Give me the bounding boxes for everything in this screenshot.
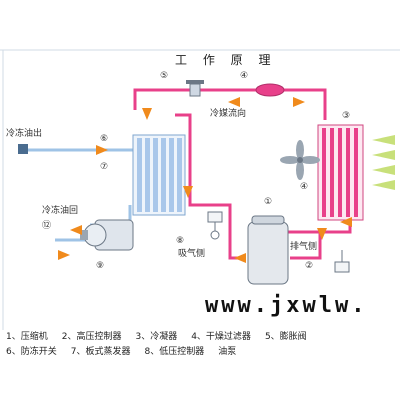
- pipe-discharge: [290, 232, 322, 260]
- warm-air-arrows: [372, 135, 395, 190]
- high-pressure-controller: [334, 250, 350, 273]
- number-4: ④: [240, 71, 249, 81]
- oil-pump: [80, 219, 134, 251]
- legend-row-2: 6、防冻开关 7、板式蒸发器 8、低压控制器 油泵: [6, 344, 250, 357]
- arrow-pump: [58, 250, 70, 260]
- number-5: ⑤: [160, 71, 169, 81]
- legend-item: 8、低压控制器: [144, 347, 205, 357]
- pipe-suction: [175, 113, 245, 260]
- number-2: ②: [305, 261, 314, 271]
- suction-side-label: 吸气侧: [178, 249, 206, 259]
- legend-item: 1、压缩机: [6, 332, 48, 342]
- evaporator: [132, 134, 186, 216]
- refrigerant-flow-label: 冷媒流向: [210, 109, 247, 119]
- number-4b: ④: [300, 182, 309, 192]
- coolant-out-label: 冷冻油出: [6, 129, 43, 139]
- drier-filter: [255, 83, 285, 97]
- watermark-text: www.jxwlw.: [205, 293, 368, 318]
- compressor: [247, 215, 289, 285]
- arrow-down-left: [142, 108, 152, 120]
- discharge-side-label: 排气侧: [290, 242, 318, 252]
- number-7: ⑦: [100, 162, 109, 172]
- number-3: ③: [342, 111, 351, 121]
- flow-arrows: [58, 97, 352, 263]
- condenser: [317, 124, 364, 221]
- legend: 1、压缩机 2、高压控制器 3、冷凝器 4、干燥过滤器 5、膨胀阀 6、防冻开关 7、板式…: [0, 322, 400, 400]
- legend-item: 6、防冻开关: [6, 347, 57, 357]
- legend-item: 3、冷凝器: [135, 332, 178, 342]
- number-12: ⑫: [42, 221, 52, 231]
- pipe-top-loop: [133, 88, 327, 120]
- arrow-evap: [183, 186, 193, 198]
- low-pressure-controller: [207, 211, 223, 240]
- legend-row-1: 1、压缩机 2、高压控制器 3、冷凝器 4、干燥过滤器 5、膨胀阀: [6, 329, 321, 342]
- diagram-title: 工 作 原 理: [175, 53, 277, 67]
- refrigeration-diagram: [0, 49, 400, 330]
- number-1: ①: [264, 197, 273, 207]
- legend-item: 4、干燥过滤器: [191, 332, 251, 342]
- legend-item: 2、高压控制器: [61, 332, 122, 342]
- arrow-coolant-out: [96, 145, 108, 155]
- legend-item: 油泵: [218, 347, 237, 357]
- arrow-return: [340, 217, 352, 227]
- number-9: ⑨: [96, 261, 105, 271]
- arrow-coolant-in: [70, 225, 82, 235]
- arrow-top-right: [293, 97, 305, 107]
- arrow-discharge: [317, 228, 327, 240]
- legend-item: 7、板式蒸发器: [70, 347, 131, 357]
- number-6: ⑥: [100, 134, 109, 144]
- fan-icon: [280, 140, 320, 180]
- legend-item: 5、膨胀阀: [264, 332, 307, 342]
- coolant-in-label: 冷冻油回: [42, 206, 79, 216]
- arrow-suction: [234, 253, 246, 263]
- antifreeze-switch: [18, 144, 28, 154]
- arrow-top-left: [228, 97, 240, 107]
- number-8: ⑧: [176, 236, 185, 246]
- expansion-valve: [186, 80, 204, 97]
